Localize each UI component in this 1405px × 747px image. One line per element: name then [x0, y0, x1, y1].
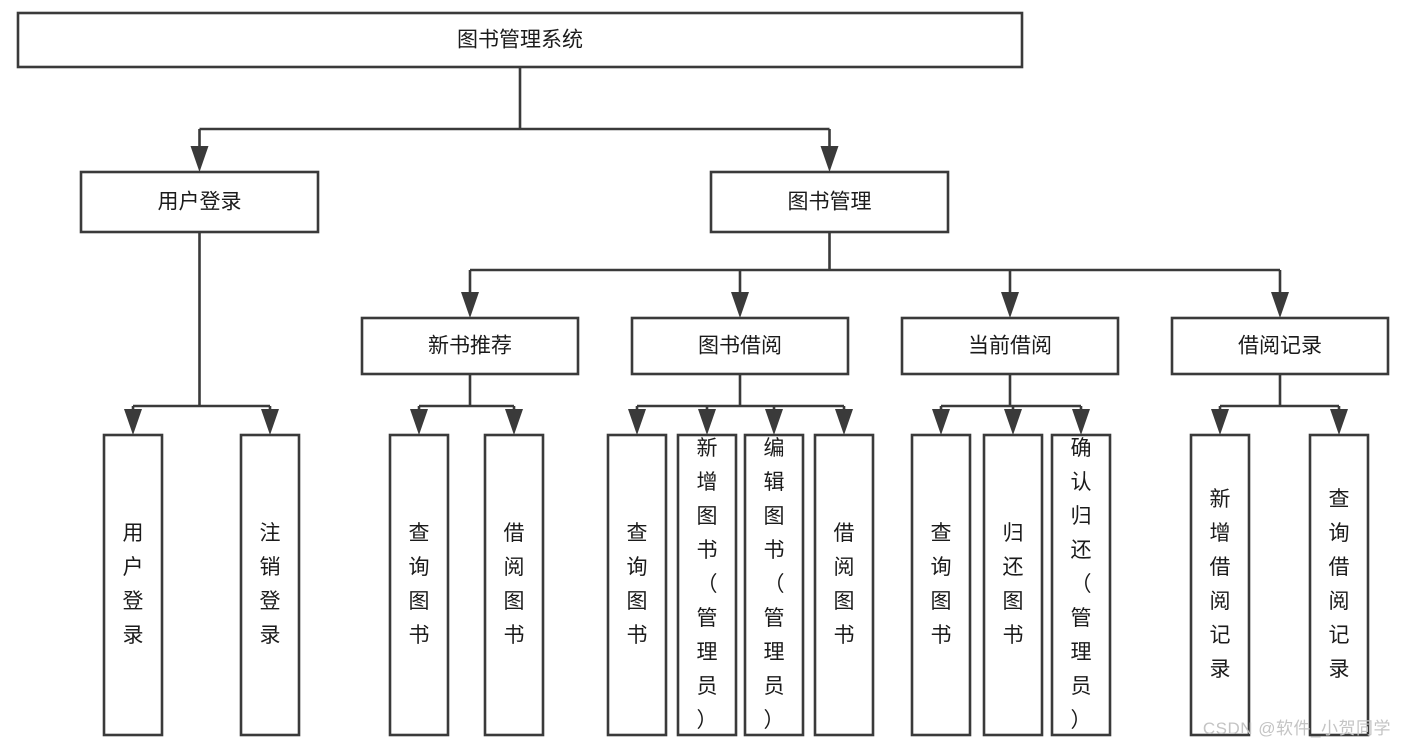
arrow-head — [698, 409, 716, 435]
node-login[interactable]: 用户登录 — [79, 170, 320, 234]
node-box[interactable] — [709, 170, 950, 234]
node-leaf-current-1[interactable]: 查询图书 — [910, 433, 972, 737]
node-box[interactable] — [900, 316, 1120, 376]
node-box[interactable] — [483, 433, 545, 737]
arrow-head — [1271, 292, 1289, 318]
node-leaf-new-1[interactable]: 查询图书 — [388, 433, 450, 737]
node-leaf-new-2[interactable]: 借阅图书 — [483, 433, 545, 737]
node-label: 图书管理 — [788, 191, 872, 214]
node-leaf-borrow-3[interactable]: 编辑图书（管理员） — [743, 433, 805, 737]
arrow-head — [1072, 409, 1090, 435]
node-borrow[interactable]: 图书借阅 — [630, 316, 850, 376]
node-label: 用户登录 — [158, 191, 242, 214]
arrow-head — [410, 409, 428, 435]
arrow-head — [190, 146, 209, 172]
node-label: 当前借阅 — [968, 335, 1052, 358]
node-box[interactable] — [1308, 433, 1370, 737]
node-leaf-current-3[interactable]: 确认归还（管理员） — [1050, 433, 1112, 737]
arrow-head — [1211, 409, 1229, 435]
node-box[interactable] — [16, 11, 1024, 69]
node-leaf-login-2[interactable]: 注销登录 — [239, 433, 301, 737]
node-record[interactable]: 借阅记录 — [1170, 316, 1390, 376]
connector-group-current — [932, 374, 1090, 435]
node-label: 注销登录 — [260, 522, 281, 647]
connector-group-login — [124, 232, 279, 435]
connector-group-record — [1211, 374, 1348, 435]
node-leaf-borrow-1[interactable]: 查询图书 — [606, 433, 668, 737]
node-label: 借阅图书 — [834, 522, 855, 647]
node-label: 查询图书 — [409, 522, 430, 647]
node-box[interactable] — [388, 433, 450, 737]
node-box[interactable] — [676, 433, 738, 737]
connector-layer — [124, 67, 1348, 435]
node-box[interactable] — [982, 433, 1044, 737]
node-box[interactable] — [239, 433, 301, 737]
node-box[interactable] — [606, 433, 668, 737]
arrow-head — [820, 146, 839, 172]
node-layer: 图书管理系统用户登录图书管理新书推荐图书借阅当前借阅借阅记录用户登录注销登录查询… — [16, 11, 1390, 737]
node-label: 新书推荐 — [428, 335, 512, 358]
node-leaf-borrow-2[interactable]: 新增图书（管理员） — [676, 433, 738, 737]
arrow-head — [461, 292, 479, 318]
node-label: 新增借阅记录 — [1210, 488, 1231, 681]
node-label: 借阅记录 — [1238, 335, 1322, 358]
arrow-head — [932, 409, 950, 435]
node-label: 查询图书 — [931, 522, 952, 647]
node-box[interactable] — [79, 170, 320, 234]
node-box[interactable] — [1050, 433, 1112, 737]
node-box[interactable] — [630, 316, 850, 376]
arrow-head — [765, 409, 783, 435]
connector-group-bookmgmt — [461, 232, 1289, 318]
node-box[interactable] — [1170, 316, 1390, 376]
arrow-head — [835, 409, 853, 435]
node-label: 借阅图书 — [504, 522, 525, 647]
arrow-head — [261, 409, 279, 435]
node-label: 查询图书 — [627, 522, 648, 647]
node-current[interactable]: 当前借阅 — [900, 316, 1120, 376]
arrow-head — [505, 409, 523, 435]
connector-group-root — [190, 67, 839, 172]
arrow-head — [1001, 292, 1019, 318]
node-label: 图书借阅 — [698, 335, 782, 358]
node-box[interactable] — [360, 316, 580, 376]
node-leaf-record-1[interactable]: 新增借阅记录 — [1189, 433, 1251, 737]
node-box[interactable] — [1189, 433, 1251, 737]
node-leaf-login-1[interactable]: 用户登录 — [102, 433, 164, 737]
connector-group-newbook — [410, 374, 523, 435]
node-label: 归还图书 — [1003, 522, 1024, 647]
node-leaf-current-2[interactable]: 归还图书 — [982, 433, 1044, 737]
node-root[interactable]: 图书管理系统 — [16, 11, 1024, 69]
node-leaf-borrow-4[interactable]: 借阅图书 — [813, 433, 875, 737]
node-label: 查询借阅记录 — [1329, 488, 1350, 681]
arrow-head — [1004, 409, 1022, 435]
arrow-head — [731, 292, 749, 318]
node-box[interactable] — [102, 433, 164, 737]
node-label: 图书管理系统 — [457, 29, 583, 52]
node-label: 编辑图书（管理员） — [764, 437, 785, 732]
node-box[interactable] — [813, 433, 875, 737]
node-newbook[interactable]: 新书推荐 — [360, 316, 580, 376]
node-label: 用户登录 — [123, 522, 144, 647]
connector-group-borrow — [628, 374, 853, 435]
node-leaf-record-2[interactable]: 查询借阅记录 — [1308, 433, 1370, 737]
node-box[interactable] — [910, 433, 972, 737]
node-label: 新增图书（管理员） — [697, 437, 718, 732]
arrow-head — [1330, 409, 1348, 435]
arrow-head — [628, 409, 646, 435]
arrow-head — [124, 409, 142, 435]
node-box[interactable] — [743, 433, 805, 737]
node-label: 确认归还（管理员） — [1071, 437, 1092, 732]
node-bookmgmt[interactable]: 图书管理 — [709, 170, 950, 234]
